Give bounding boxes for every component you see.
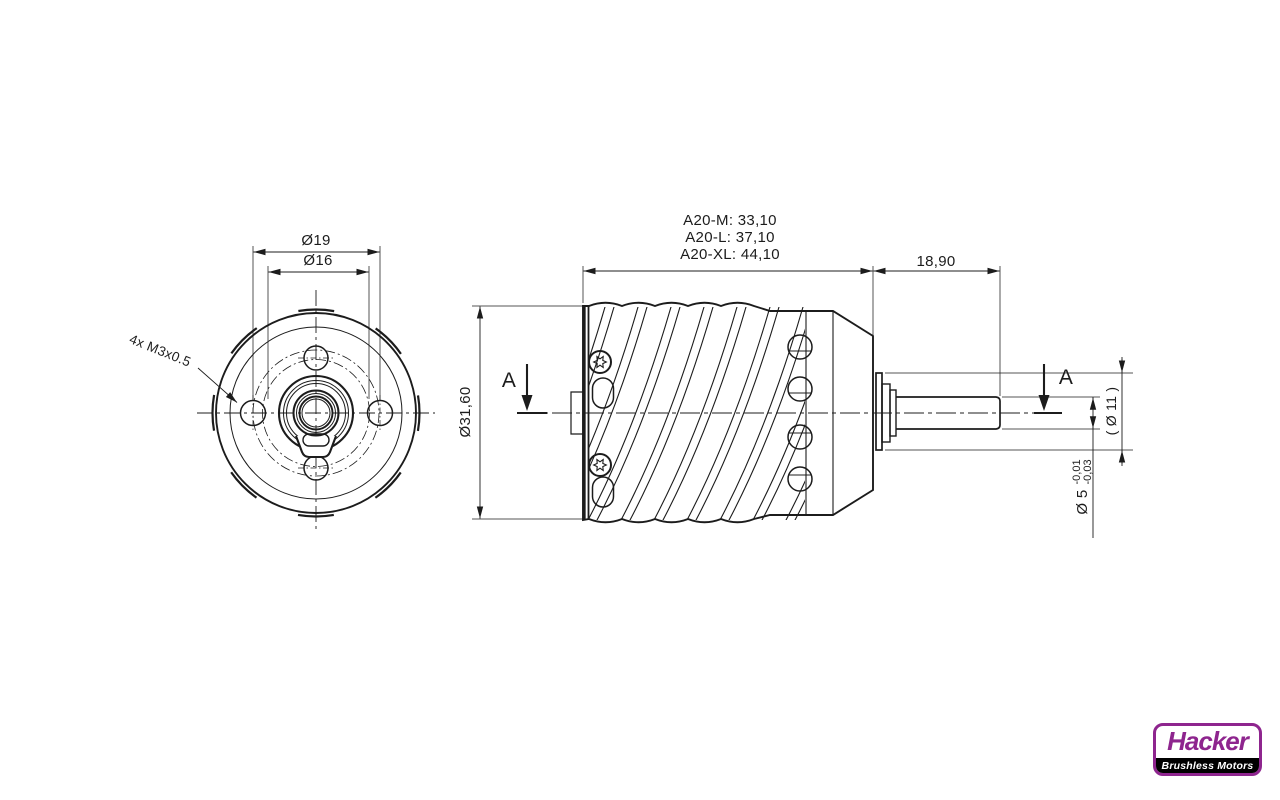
section-arrow-left	[521, 364, 533, 411]
shaft-tolerance-lower: -0,03	[1082, 459, 1094, 485]
body-length-labels: A20-M: 33,10 A20-L: 37,10 A20-XL: 44,10	[630, 212, 830, 263]
fin-crest-arcs	[211, 308, 421, 518]
torx-screw-bottom	[588, 453, 612, 477]
logo-tagline: Brushless Motors	[1156, 758, 1259, 773]
vent-holes	[787, 334, 813, 492]
dim-label-shaft-diameter: Ø 5 -0,01 -0,03	[1070, 437, 1096, 537]
dim-label-body-diameter: Ø31,60	[457, 386, 474, 438]
shaft-diameter-value: Ø 5	[1074, 489, 1091, 515]
length-label-a20xl: A20-XL: 44,10	[680, 246, 780, 263]
shaft-tolerances: -0,01 -0,03	[1071, 459, 1095, 485]
length-label-a20l: A20-L: 37,10	[685, 229, 775, 246]
cooling-slot-top	[591, 377, 615, 409]
dim-label-hub-diameter: ( Ø 11 )	[1103, 386, 1119, 436]
front-view	[197, 246, 435, 533]
section-label-left: A	[501, 369, 517, 392]
helical-fins	[589, 307, 805, 520]
length-label-a20m: A20-M: 33,10	[683, 212, 777, 229]
logo-brand-text: Hacker	[1167, 726, 1249, 756]
torx-screw-top	[588, 350, 612, 374]
section-label-right: A	[1058, 366, 1074, 389]
cooling-slot-bottom	[591, 476, 615, 508]
side-view	[472, 266, 1133, 538]
section-arrow-right	[1038, 364, 1050, 411]
motor-shaft	[896, 396, 1001, 430]
hacker-logo: Hacker Brushless Motors	[1153, 723, 1262, 776]
m3-leader-line	[197, 367, 238, 403]
dim-label-d16: Ø16	[303, 252, 333, 269]
motor-body-outline	[582, 301, 874, 524]
dim-label-d19: Ø19	[301, 232, 331, 249]
dim-label-shaft-length: 18,90	[916, 253, 956, 270]
rotor-hub-flange	[875, 372, 883, 451]
